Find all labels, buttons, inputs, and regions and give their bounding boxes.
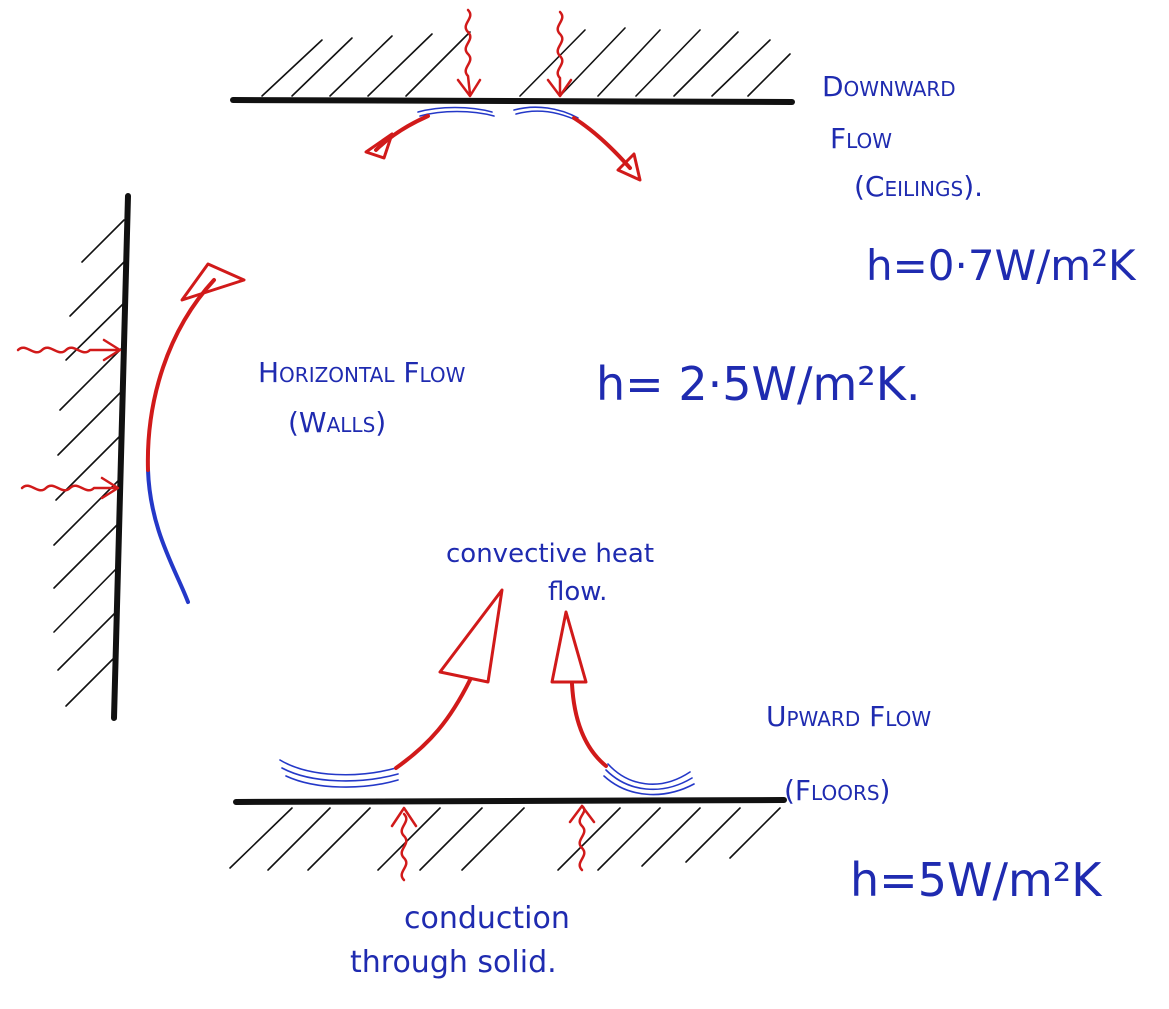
floor-labels: Upward Flow (Floors) h=5W/m²K (766, 700, 1103, 907)
wall-labels: Horizontal Flow (Walls) h= 2·5W/m²K. (258, 356, 921, 439)
ceiling-labels: Downward Flow (Ceilings). h=0·7W/m²K (822, 70, 1137, 290)
ceiling-title-line-3: (Ceilings). (854, 170, 983, 203)
floor-hatching (230, 808, 780, 870)
wall-h-value: h= 2·5W/m²K. (596, 357, 921, 411)
convective-line-2: flow. (548, 577, 607, 607)
ceiling-arrow-right (574, 118, 630, 168)
wall-cool-air (148, 470, 188, 602)
floor-title-line-1: Upward Flow (766, 700, 931, 733)
ceiling-conduction-wave-1 (466, 10, 471, 94)
conduction-line-2: through solid. (350, 945, 557, 980)
ceiling-arrow-left (376, 116, 428, 150)
ceiling-surface (233, 10, 792, 180)
ceiling-title-line-2: Flow (830, 122, 892, 155)
ceiling-hatching (262, 28, 790, 96)
floor-h-value: h=5W/m²K (850, 853, 1103, 907)
wall-conduction-wave-1 (18, 348, 118, 353)
ceiling-cool-air (418, 107, 580, 122)
ceiling-title-line-1: Downward (822, 70, 956, 103)
ceiling-h-value: h=0·7W/m²K (866, 241, 1137, 290)
floor-arrow-right-head (552, 612, 586, 682)
convective-line-1: convective heat (446, 539, 654, 569)
ceiling-line (233, 100, 792, 102)
wall-title-line-1: Horizontal Flow (258, 356, 466, 389)
floor-conduction-wave-2 (580, 806, 585, 870)
wall-arrow (148, 280, 214, 470)
floor-arrow-left-head (440, 590, 502, 682)
conduction-line-1: conduction (404, 901, 570, 936)
floor-conduction-wave-1 (402, 814, 407, 880)
convective-labels: convective heat flow. (446, 539, 654, 607)
floor-line (236, 800, 784, 802)
floor-arrow-right (572, 684, 606, 766)
wall-line (114, 196, 128, 718)
floor-cool-air (280, 760, 694, 794)
wall-title-line-2: (Walls) (288, 406, 386, 439)
floor-arrow-left (396, 680, 470, 768)
conduction-labels: conduction through solid. (350, 901, 570, 980)
wall-surface (18, 196, 244, 718)
floor-title-line-2: (Floors) (784, 774, 890, 807)
floor-surface (230, 590, 784, 880)
